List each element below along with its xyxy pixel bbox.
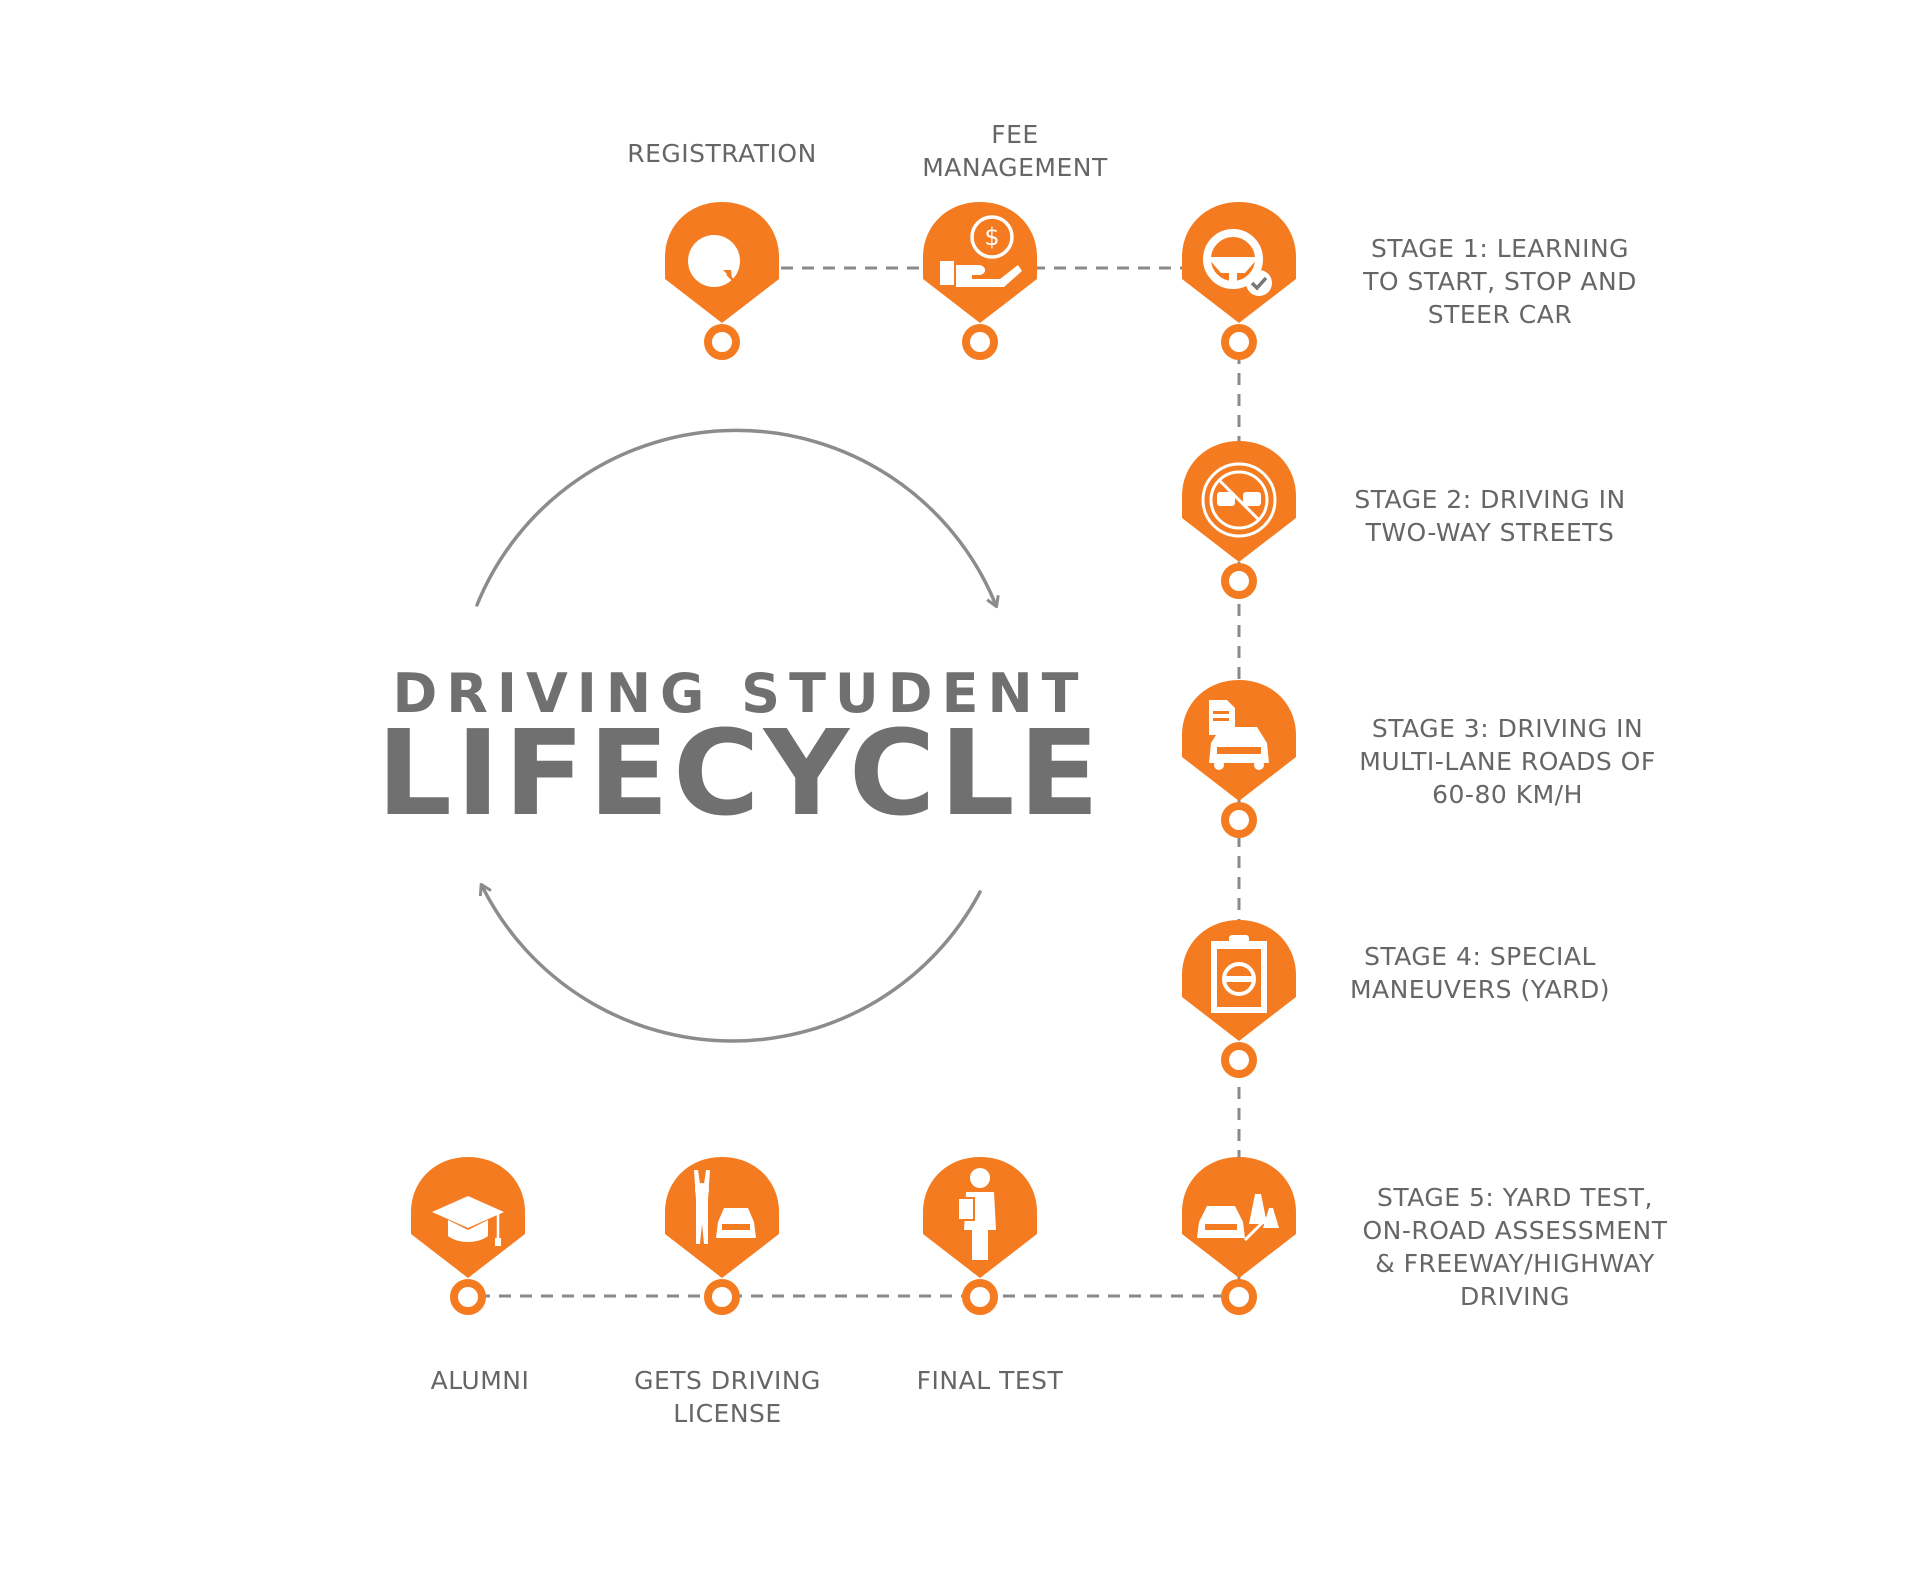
label-stage-5: STAGE 5: YARD TEST, ON-ROAD ASSESSMENT &… xyxy=(1362,1183,1668,1311)
steering-wheel-check-icon xyxy=(1203,229,1272,296)
node-dot xyxy=(962,324,998,360)
svg-text:$: $ xyxy=(984,223,999,251)
car-document-icon xyxy=(1209,700,1269,770)
title-line-1: DRIVING STUDENT xyxy=(392,662,1088,725)
cycle-arrows xyxy=(475,428,995,1043)
title-line-2: LIFECYCLE xyxy=(376,704,1104,842)
node-dot xyxy=(1221,1279,1257,1315)
label-stage-2: STAGE 2: DRIVING IN TWO-WAY STREETS xyxy=(1354,485,1626,547)
node-stage-3 xyxy=(1182,680,1296,838)
car-cones-icon xyxy=(1197,1194,1279,1242)
node-dot xyxy=(450,1279,486,1315)
node-dot xyxy=(1221,324,1257,360)
label-stage-3: STAGE 3: DRIVING IN MULTI-LANE ROADS OF … xyxy=(1359,714,1656,809)
cycle-arrow-bottom xyxy=(483,888,982,1043)
node-dot xyxy=(704,1279,740,1315)
node-dot xyxy=(704,324,740,360)
clipboard-wheel-icon xyxy=(1211,935,1267,1013)
inspector-icon xyxy=(957,1168,996,1260)
node-registration xyxy=(665,202,779,360)
node-fee-management: $ xyxy=(923,202,1037,360)
node-stage-2 xyxy=(1182,441,1296,599)
node-dot xyxy=(962,1279,998,1315)
label-stage-1: STAGE 1: LEARNING TO START, STOP AND STE… xyxy=(1363,234,1637,329)
node-gets-license xyxy=(665,1157,779,1315)
node-alumni xyxy=(411,1157,525,1315)
money-hand-icon: $ xyxy=(940,215,1022,287)
node-dot xyxy=(1221,802,1257,838)
label-final-test: FINAL TEST xyxy=(916,1366,1064,1395)
label-stage-4: STAGE 4: SPECIAL MANEUVERS (YARD) xyxy=(1349,942,1611,1004)
two-cars-sign-icon xyxy=(1201,462,1277,538)
label-registration: REGISTRATION xyxy=(627,139,817,168)
label-alumni: ALUMNI xyxy=(430,1366,530,1395)
label-gets-license: GETS DRIVING LICENSE xyxy=(634,1366,821,1428)
graduation-cap-icon xyxy=(432,1196,504,1246)
node-final-test xyxy=(923,1157,1037,1315)
node-dot xyxy=(1221,1042,1257,1078)
registration-icon xyxy=(688,235,740,287)
node-stage-4 xyxy=(1182,920,1296,1078)
node-stage-1 xyxy=(1182,202,1296,360)
node-dot xyxy=(1221,563,1257,599)
marker-shape xyxy=(923,202,1037,323)
traffic-officer-car-icon xyxy=(694,1170,756,1244)
cycle-arrow-top xyxy=(475,428,995,605)
label-fee-management: FEE MANAGEMENT xyxy=(922,120,1108,182)
node-stage-5 xyxy=(1182,1157,1296,1315)
